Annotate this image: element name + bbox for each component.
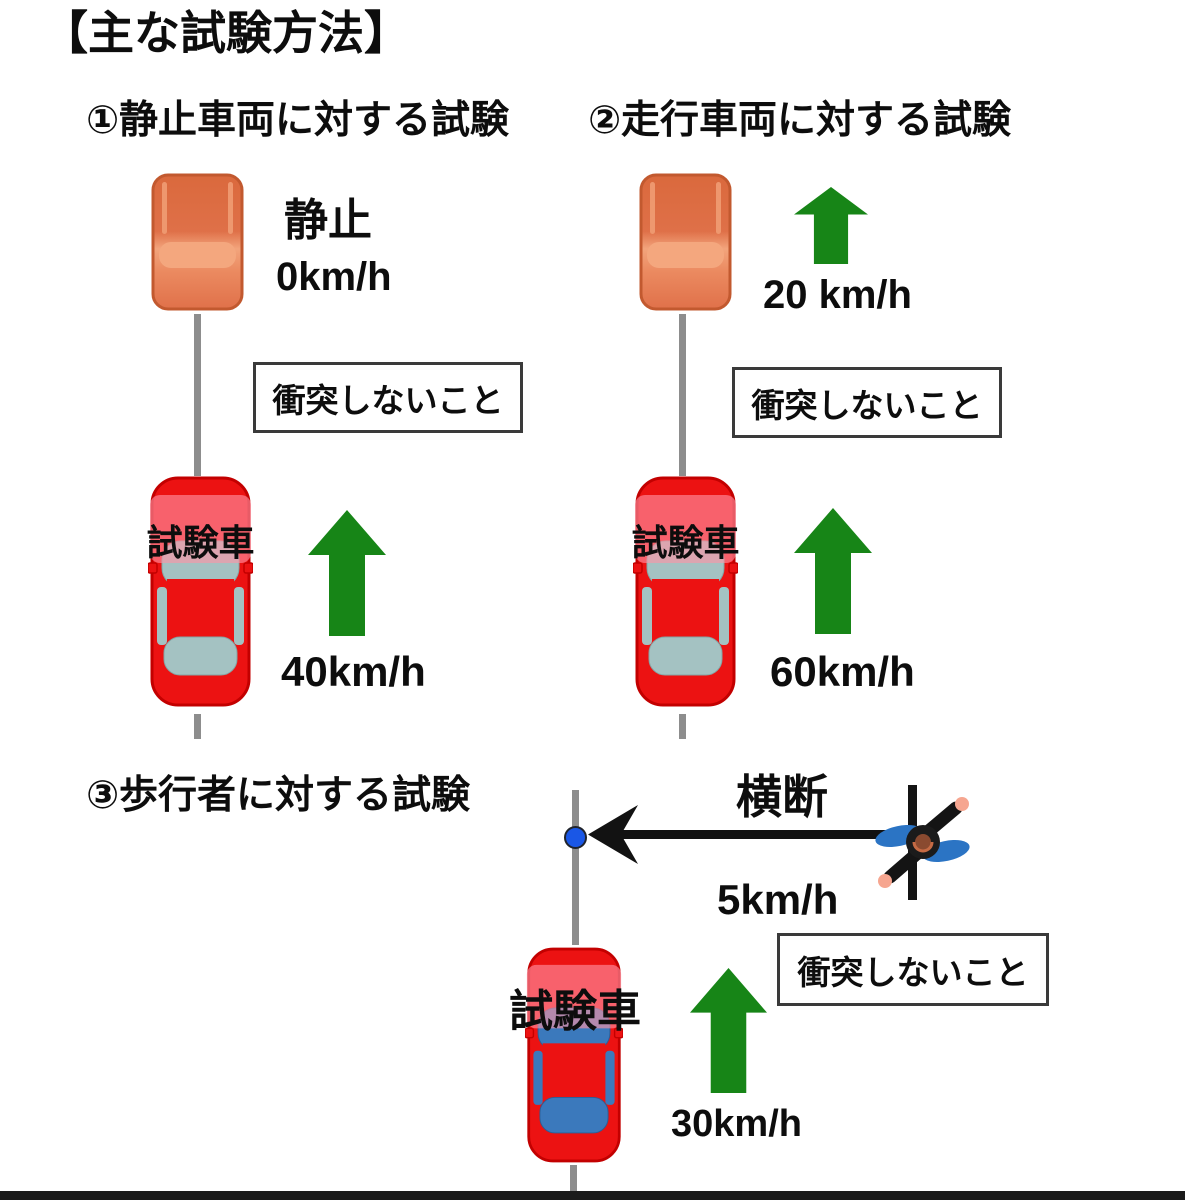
no-collision-text: 衝突しないこと	[751, 386, 983, 424]
page-title: 【主な試験方法】	[42, 7, 410, 59]
green-up-arrow-icon	[794, 187, 868, 264]
no-collision-note: 衝突しないこと	[777, 933, 1049, 1006]
green-up-arrow-icon	[794, 508, 872, 634]
no-collision-text: 衝突しないこと	[797, 953, 1029, 991]
path-line	[194, 314, 201, 476]
target-vehicle-icon	[638, 172, 733, 312]
test-car-label: 試験車	[146, 522, 255, 563]
target-speed-label: 20 km/h	[763, 273, 912, 317]
target-state-label: 静止	[284, 196, 372, 245]
section1-heading: ①静止車両に対する試験	[86, 99, 510, 142]
pedestrian-top-icon	[872, 785, 982, 900]
no-collision-note: 衝突しないこと	[732, 367, 1002, 438]
no-collision-text: 衝突しないこと	[272, 381, 504, 419]
pedestrian-speed-label: 5km/h	[717, 876, 839, 923]
test-speed-label: 30km/h	[671, 1103, 802, 1145]
path-line	[570, 1165, 577, 1192]
path-line	[572, 790, 579, 945]
green-up-arrow-icon	[690, 968, 767, 1093]
section2-heading: ②走行車両に対する試験	[588, 99, 1012, 142]
bottom-border-line	[0, 1191, 1185, 1200]
test-vehicle-icon	[633, 475, 738, 708]
black-left-arrow-icon	[588, 805, 923, 864]
path-line	[679, 314, 686, 476]
target-speed-label: 0km/h	[276, 255, 392, 299]
target-vehicle-icon	[150, 172, 245, 312]
crossing-label: 横断	[736, 771, 828, 823]
test-speed-label: 40km/h	[281, 648, 426, 695]
path-line	[194, 714, 201, 739]
no-collision-note: 衝突しないこと	[253, 362, 523, 433]
test-car-label: 試験車	[509, 987, 641, 1036]
green-up-arrow-icon	[308, 510, 386, 636]
test-car-label: 試験車	[631, 522, 740, 563]
blue-dot-icon	[564, 826, 587, 849]
test-vehicle-icon	[148, 475, 253, 708]
test-speed-label: 60km/h	[770, 648, 915, 695]
path-line	[679, 714, 686, 739]
section3-heading: ③歩行者に対する試験	[86, 774, 471, 817]
